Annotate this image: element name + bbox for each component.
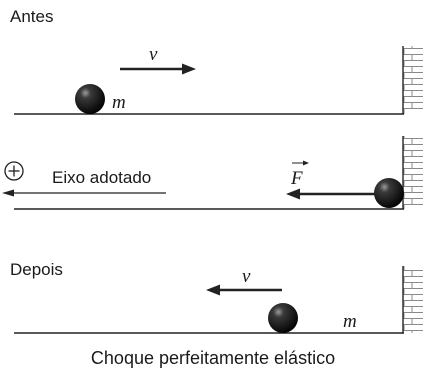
mass-label-before: m — [112, 92, 126, 113]
before-title: Antes — [10, 7, 53, 26]
velocity-arrowhead-after — [206, 284, 220, 296]
wall-before — [403, 46, 423, 114]
panel-collision: + Eixo adotado F — [0, 0, 423, 210]
positive-direction-icon — [4, 161, 24, 181]
ball-before — [75, 84, 105, 114]
velocity-label-before: v — [149, 44, 158, 65]
ball-after — [268, 303, 298, 333]
ball-collision — [374, 178, 404, 208]
wall-after — [403, 266, 423, 333]
force-arrowhead — [286, 188, 300, 200]
caption: Choque perfeitamente elástico — [91, 348, 335, 368]
mass-label-after: m — [343, 311, 357, 332]
axis-arrowhead — [2, 189, 14, 197]
velocity-arrowhead-before — [182, 63, 196, 75]
force-vector-bar-head — [303, 160, 309, 166]
after-title: Depois — [10, 260, 63, 279]
wall-collision — [403, 136, 423, 209]
panel-after: Depois v m — [10, 260, 423, 334]
axis-label: Eixo adotado — [52, 168, 151, 187]
panel-before: Antes v m — [10, 7, 423, 115]
velocity-label-after: v — [242, 266, 251, 287]
force-label: F — [290, 168, 303, 189]
positive-symbol-text: + — [0, 0, 1, 1]
